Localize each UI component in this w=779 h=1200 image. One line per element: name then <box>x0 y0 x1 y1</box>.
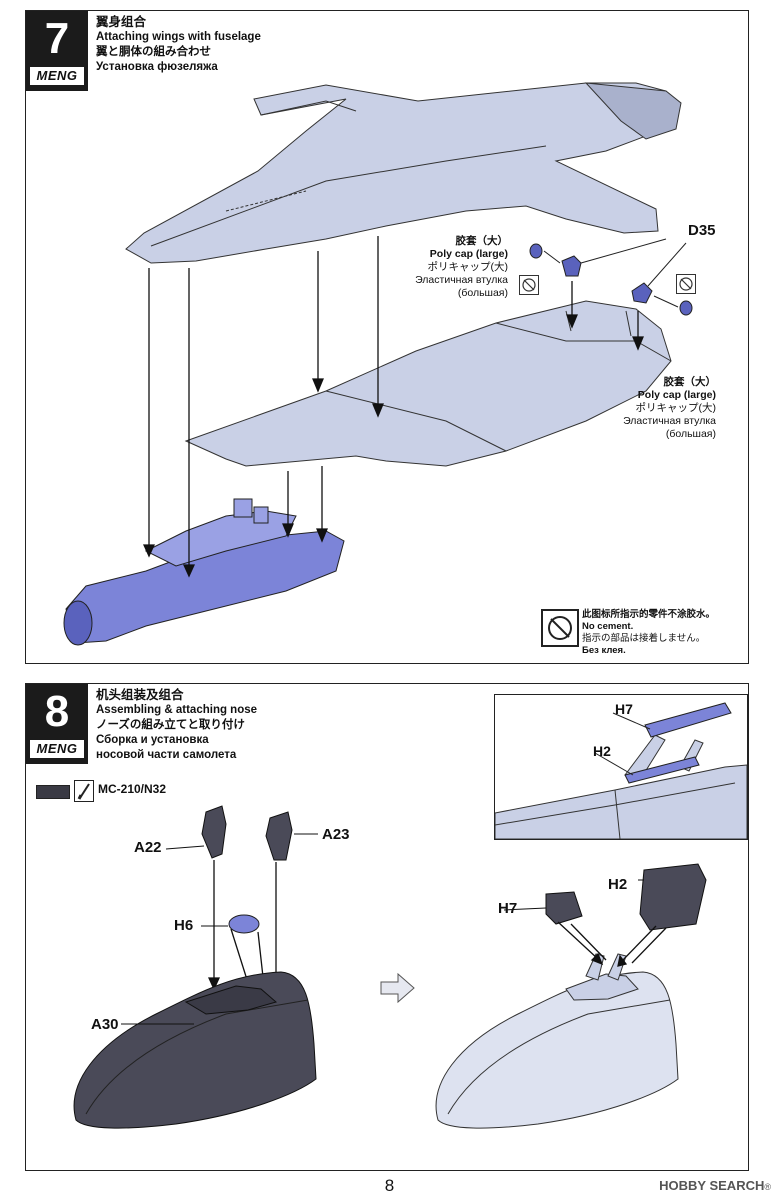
step-8-badge: 8 MENG <box>26 684 88 764</box>
title-jp: 翼と胴体の組み合わせ <box>96 46 211 58</box>
brand-logo: MENG <box>30 740 84 758</box>
step-number: 7 <box>44 14 70 63</box>
assembly-arrows <box>142 236 644 578</box>
poly-cap-parts <box>529 238 693 316</box>
watermark-text: HOBBY SEARCH <box>659 1178 765 1193</box>
title-en: Attaching wings with fuselage <box>96 31 261 43</box>
no-cement-ru: Без клея. <box>582 645 626 656</box>
no-cement-small-icon-right <box>676 274 696 294</box>
title-zh: 翼身组合 <box>96 15 147 29</box>
no-cement-legend: 此图标所指示的零件不涂胶水。 No cement. 指示の部品は接着しません。 … <box>582 609 715 657</box>
step-7-titles: 翼身组合 Attaching wings with fuselage 翼と胴体の… <box>96 15 261 75</box>
parts-a22-a23 <box>165 805 318 861</box>
step-7-badge: 7 MENG <box>26 11 88 91</box>
no-cement-icon <box>541 609 579 647</box>
part-h2: H2 <box>608 876 628 893</box>
step-8-illustration <box>73 805 707 1129</box>
next-arrow-icon <box>380 972 415 1004</box>
no-cement-en: No cement. <box>582 621 634 632</box>
part-h6-shape <box>228 914 260 934</box>
poly-cap-left-label: 胶套（大） Poly cap (large) ポリキャップ(大) Эластич… <box>408 235 508 300</box>
title-zh: 机头组装及组合 <box>96 688 184 702</box>
no-cement-small-icon-left <box>519 275 539 295</box>
step-8-titles: 机头组装及组合 Assembling & attaching nose ノーズの… <box>96 688 257 763</box>
poly-cap-left-ru2: (большая) <box>457 287 508 299</box>
detail-inset: H7 H2 <box>494 694 748 840</box>
watermark: HOBBY SEARCH® <box>659 1178 771 1193</box>
step-7-panel: 7 MENG 翼身组合 Attaching wings with fuselag… <box>25 10 749 664</box>
wing-fuselage-upper <box>125 82 682 264</box>
paint-code: MC-210/N32 <box>98 782 167 796</box>
page-number: 8 <box>384 1176 395 1195</box>
part-a30-shape <box>73 971 317 1129</box>
poly-cap-left-jp: ポリキャップ(大) <box>427 261 509 273</box>
poly-cap-right-ru2: (большая) <box>665 428 716 440</box>
part-h6: H6 <box>174 917 194 934</box>
poly-cap-right-jp: ポリキャップ(大) <box>635 402 717 414</box>
part-h2-detail: H2 <box>593 743 611 759</box>
assembled-nose <box>435 863 707 1129</box>
poly-cap-left-zh: 胶套（大） <box>455 235 509 247</box>
title-ru: Установка фюзеляжа <box>96 61 218 73</box>
watermark-mark: ® <box>764 1182 771 1192</box>
part-d35: D35 <box>688 222 716 239</box>
poly-cap-left-ru1: Эластичная втулка <box>415 274 508 286</box>
part-a23: A23 <box>322 826 350 843</box>
forward-fuselage <box>63 498 345 646</box>
lower-fuselage <box>184 300 672 467</box>
part-a30: A30 <box>91 1016 119 1033</box>
brush-icon <box>74 780 94 802</box>
poly-cap-right-zh: 胶套（大） <box>663 376 717 388</box>
part-h7-detail: H7 <box>615 701 633 717</box>
no-cement-zh: 此图标所指示的零件不涂胶水。 <box>582 609 716 620</box>
poly-cap-right-ru1: Эластичная втулка <box>623 415 716 427</box>
poly-cap-right-label: 胶套（大） Poly cap (large) ポリキャップ(大) Эластич… <box>616 376 716 441</box>
brand-logo: MENG <box>30 67 84 85</box>
poly-cap-right-en: Poly cap (large) <box>637 389 716 401</box>
step-number: 8 <box>44 687 70 736</box>
poly-cap-left-en: Poly cap (large) <box>429 248 508 260</box>
assembled-nose-arrows <box>557 921 667 967</box>
step-7-illustration <box>63 82 693 646</box>
part-a22: A22 <box>134 839 162 856</box>
no-cement-jp: 指示の部品は接着しません。 <box>582 633 706 644</box>
paint-color-chip <box>36 785 70 799</box>
title-en: Assembling & attaching nose <box>96 704 258 716</box>
step-8-panel: 8 MENG 机头组装及组合 Assembling & attaching no… <box>25 683 749 1171</box>
part-h7: H7 <box>498 900 518 917</box>
detail-inset-drawing <box>495 702 747 839</box>
title-ru1: Сборка и установка <box>96 734 209 746</box>
title-ru2: носовой части самолета <box>96 749 237 761</box>
title-jp: ノーズの組み立てと取り付け <box>96 719 245 731</box>
